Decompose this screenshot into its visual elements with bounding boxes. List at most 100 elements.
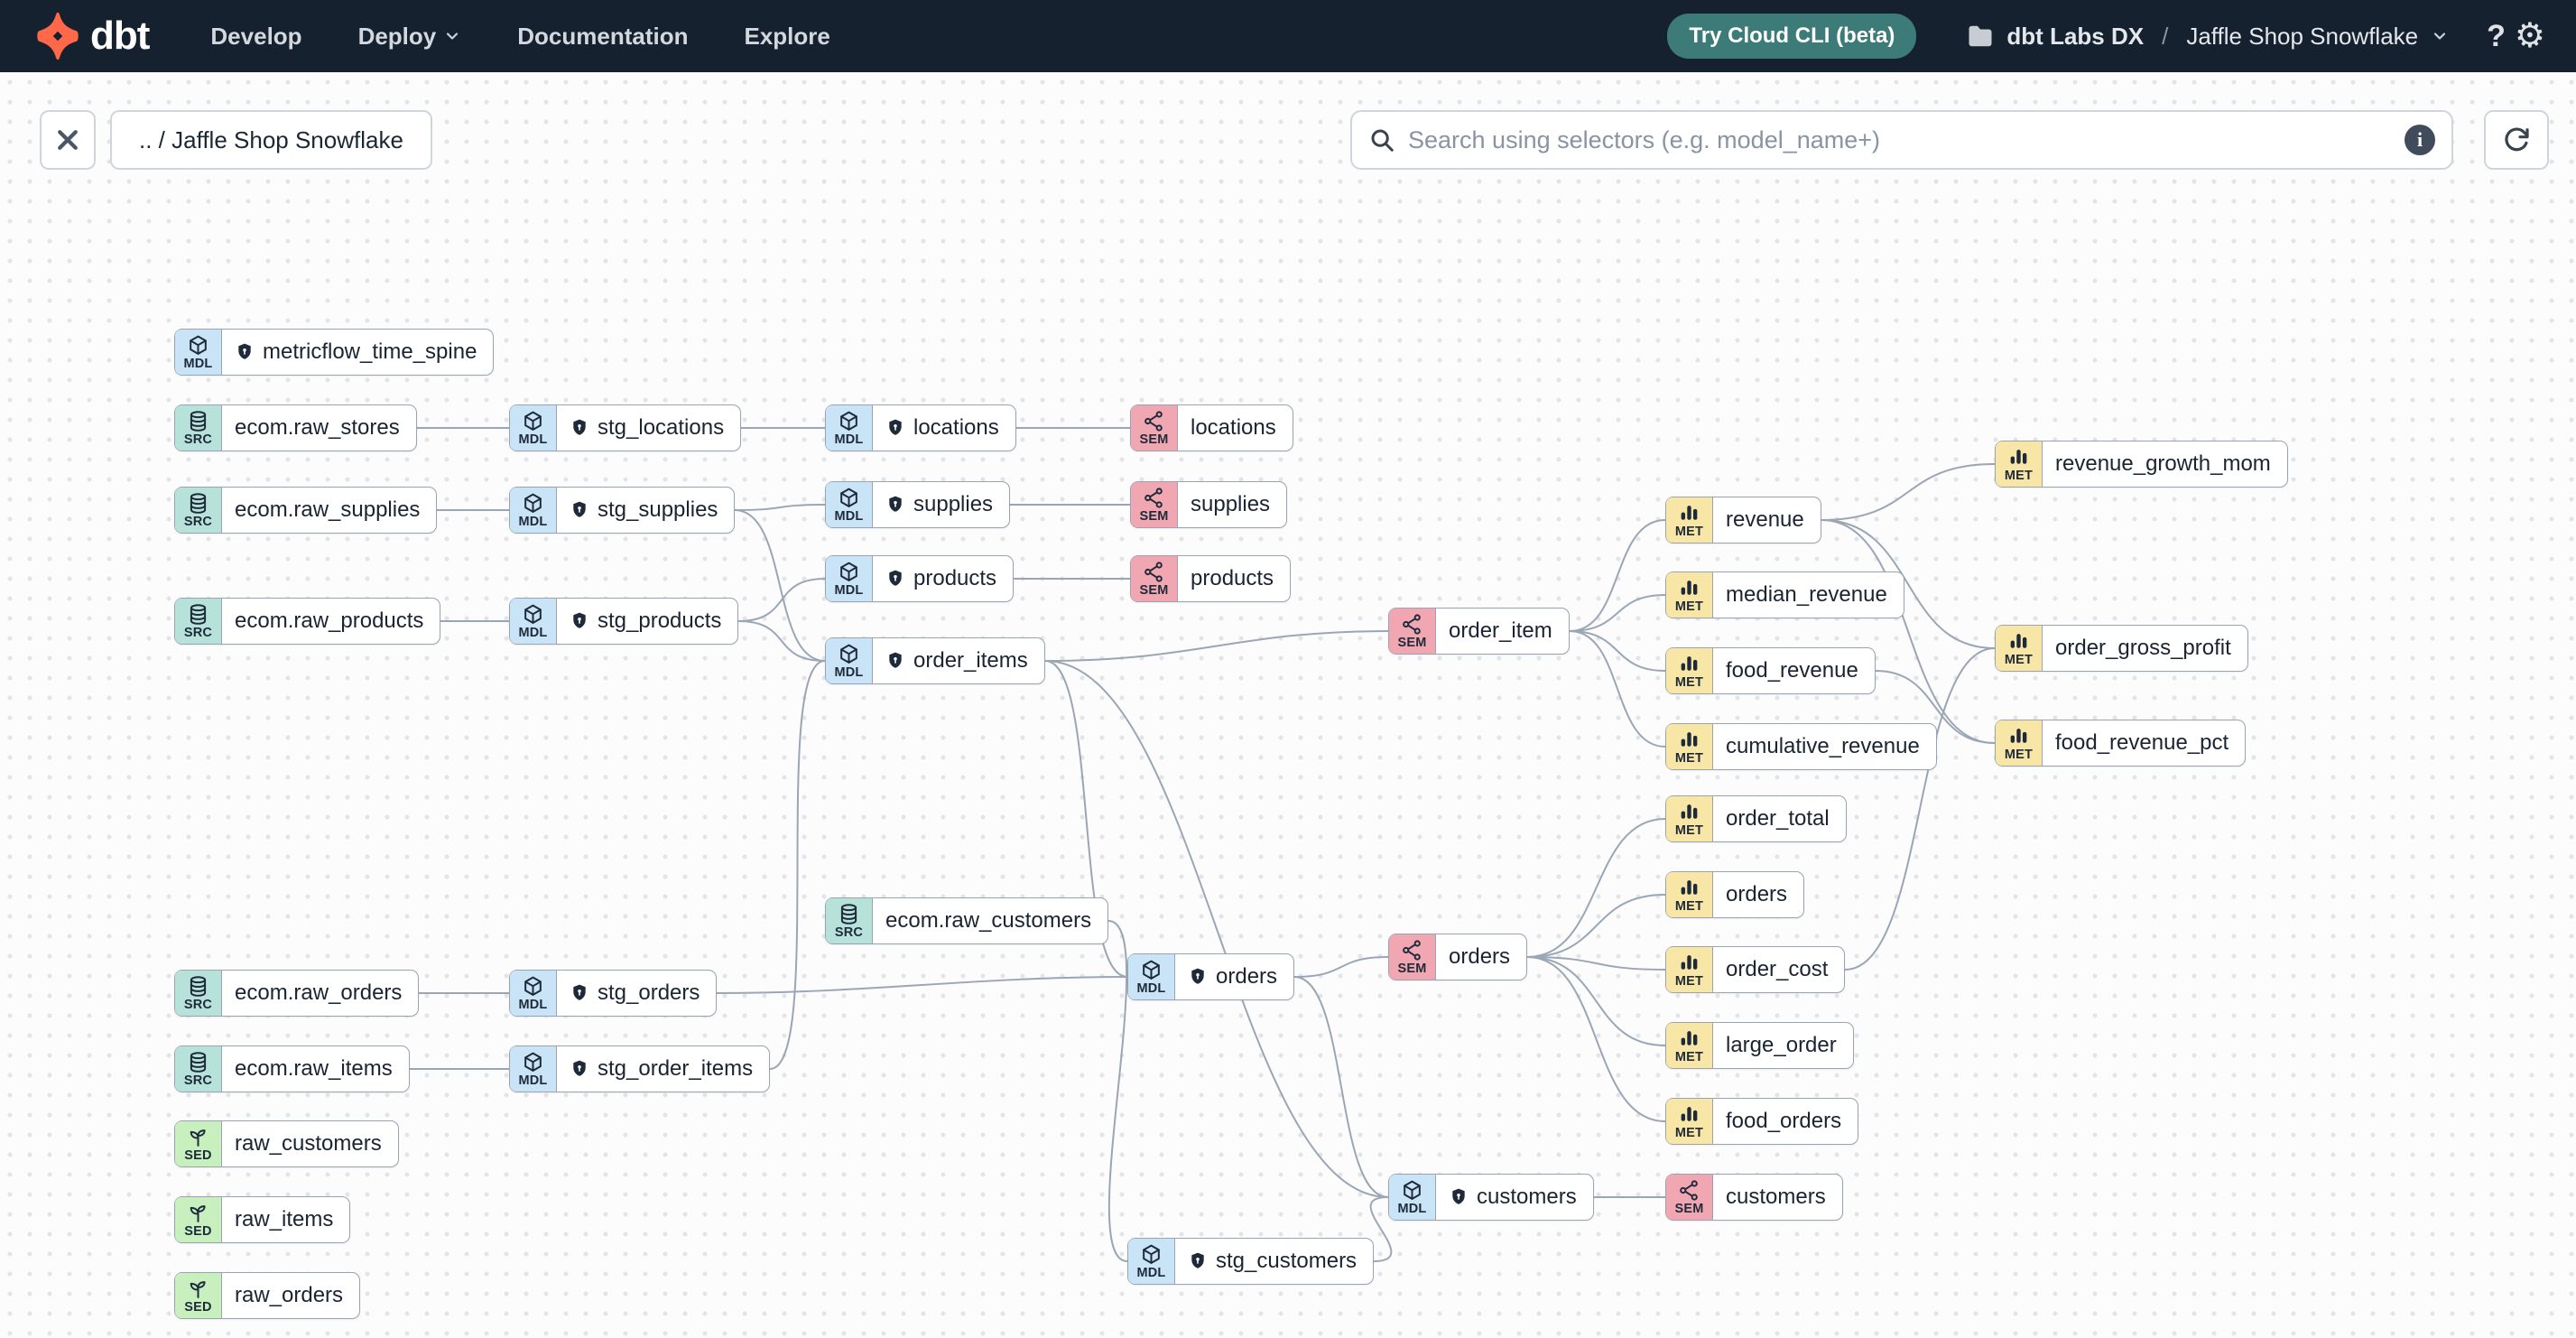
- database-type-badge: SRC: [826, 898, 873, 943]
- sprout-type-badge: SED: [175, 1121, 222, 1166]
- shield-icon: [885, 418, 905, 438]
- search-input[interactable]: [1408, 125, 2392, 154]
- close-lineage-button[interactable]: [40, 110, 96, 170]
- node-type-label: MET: [1674, 675, 1704, 691]
- refresh-button[interactable]: [2484, 110, 2549, 170]
- node-type-label: MET: [1674, 1126, 1704, 1141]
- node-label: products: [1191, 566, 1274, 590]
- graph-node-src_customers[interactable]: SRC ecom.raw_customers: [825, 897, 1109, 944]
- graph-node-stg_products[interactable]: MDL stg_products: [509, 598, 739, 645]
- node-label: ecom.raw_items: [235, 1056, 393, 1081]
- breadcrumb[interactable]: .. / Jaffle Shop Snowflake: [110, 110, 432, 170]
- cube-type-badge: MDL: [1128, 954, 1175, 999]
- node-type-label: MDL: [518, 1073, 548, 1089]
- node-label: ecom.raw_orders: [235, 980, 403, 1005]
- bar-chart-icon: [1678, 1027, 1700, 1050]
- share-type-badge: SEM: [1131, 556, 1178, 601]
- node-label: cumulative_revenue: [1726, 734, 1920, 758]
- node-label: food_orders: [1726, 1109, 1842, 1133]
- shield-icon: [570, 500, 589, 520]
- node-label: supplies: [1191, 492, 1271, 516]
- node-type-label: MET: [1674, 599, 1704, 615]
- node-label: ecom.raw_products: [235, 609, 424, 633]
- account-project-switcher[interactable]: dbt Labs DX / Jaffle Shop Snowflake: [1967, 23, 2449, 51]
- node-label: order_cost: [1726, 957, 1829, 981]
- graph-node-met_order_total[interactable]: MET order_total: [1665, 795, 1847, 842]
- nav-item-explore[interactable]: Explore: [744, 22, 830, 50]
- bar-chart-type-badge: MET: [1666, 796, 1713, 841]
- node-label: ecom.raw_customers: [885, 908, 1092, 933]
- node-label: stg_products: [598, 609, 722, 633]
- node-type-label: MDL: [518, 626, 548, 641]
- search-icon: [1371, 129, 1394, 152]
- shield-icon: [1449, 1187, 1469, 1207]
- nav-item-develop[interactable]: Develop: [210, 22, 302, 50]
- share-type-badge: SEM: [1666, 1175, 1713, 1220]
- shield-icon: [885, 651, 905, 671]
- node-type-label: MDL: [1136, 1266, 1166, 1281]
- node-type-label: SED: [184, 1148, 212, 1164]
- info-icon[interactable]: i: [2405, 125, 2435, 155]
- bar-chart-icon: [1678, 577, 1700, 599]
- top-navbar: dbt Develop Deploy Documentation Explore…: [0, 0, 2576, 72]
- database-icon: [187, 975, 209, 998]
- nav-item-deploy[interactable]: Deploy: [358, 23, 462, 51]
- shield-icon: [885, 569, 905, 589]
- graph-node-met_food_orders[interactable]: MET food_orders: [1665, 1098, 1859, 1145]
- project-name: Jaffle Shop Snowflake: [2186, 22, 2419, 50]
- node-label: ecom.raw_supplies: [235, 497, 421, 522]
- help-button[interactable]: ?: [2487, 19, 2506, 53]
- try-cloud-cli-button[interactable]: Try Cloud CLI (beta): [1667, 14, 1917, 59]
- bar-chart-icon: [2007, 630, 2030, 653]
- nav-item-documentation[interactable]: Documentation: [517, 22, 689, 50]
- database-icon: [838, 903, 860, 925]
- node-type-label: SEM: [1139, 583, 1169, 599]
- shield-icon: [1188, 1251, 1208, 1271]
- cube-icon: [522, 492, 544, 515]
- node-label: order_total: [1726, 806, 1830, 831]
- shield-icon: [570, 418, 589, 438]
- cube-icon: [522, 1051, 544, 1073]
- settings-gear-icon[interactable]: ⚙: [2514, 17, 2545, 55]
- dbt-logo[interactable]: dbt: [34, 13, 150, 60]
- main-nav: Develop Deploy Documentation Explore: [210, 23, 829, 51]
- bar-chart-icon: [2007, 446, 2030, 469]
- database-icon: [187, 410, 209, 432]
- graph-node-sem_products[interactable]: SEM products: [1130, 555, 1292, 602]
